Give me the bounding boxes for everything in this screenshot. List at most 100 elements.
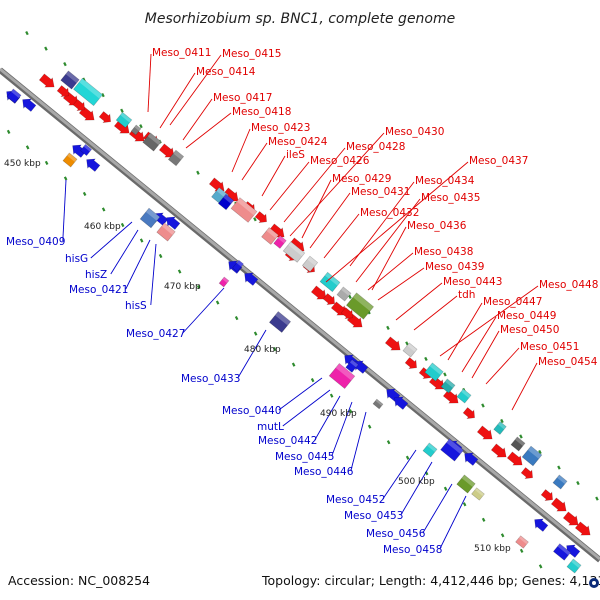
forward-gene-arrow [442,389,459,404]
reverse-gene-label[interactable]: Meso_0421 [69,284,128,296]
forward-gene-label[interactable]: Meso_0432 [360,207,419,219]
label-leader-line [371,226,407,291]
gene-feature [268,311,292,333]
tick-mark [310,378,315,383]
label-leaders [62,53,539,550]
forward-gene-label[interactable]: Meso_0436 [407,220,467,232]
forward-gene-label[interactable]: Meso_0430 [385,126,444,138]
forward-gene-label[interactable]: Meso_0435 [421,192,480,204]
forward-gene-label[interactable]: Meso_0439 [425,261,484,273]
forward-gene-label[interactable]: Meso_0411 [152,47,211,59]
gene-feature [115,111,133,129]
gene-feature [456,474,476,494]
forward-gene-label[interactable]: Meso_0417 [213,92,272,104]
reverse-gene-label[interactable]: hisZ [85,269,107,281]
forward-gene-arrow [56,85,69,97]
reverse-gene-label[interactable]: Meso_0440 [222,405,281,417]
reverse-gene-label[interactable]: Meso_0446 [294,466,354,478]
gene-feature [218,276,230,288]
forward-gene-label[interactable]: Meso_0415 [222,48,281,60]
label-leader-line [447,302,483,361]
gene-feature [319,271,341,293]
forward-gene-label[interactable]: Meso_0414 [196,66,256,78]
tick-mark [443,486,448,491]
forward-gene-label[interactable]: Meso_0429 [332,173,391,185]
label-leader-line [511,362,538,411]
gene-feature [130,124,142,136]
forward-gene-label[interactable]: Meso_0418 [232,106,291,118]
kbp-tick-label: 510 kbp [474,544,511,554]
forward-gene-label[interactable]: ileS [286,149,305,161]
forward-gene-label[interactable]: Meso_0423 [251,122,310,134]
reverse-gene-label[interactable]: Meso_0456 [366,528,426,540]
label-leader-line [309,192,351,249]
forward-gene-label[interactable]: Meso_0434 [415,175,475,187]
reverse-gene-label[interactable]: Meso_0452 [326,494,385,506]
forward-gene-label[interactable]: Meso_0428 [346,141,405,153]
reverse-gene-label[interactable]: Meso_0409 [6,236,65,248]
forward-gene-label[interactable]: Meso_0447 [483,296,542,308]
forward-gene-label[interactable]: Meso_0443 [443,276,502,288]
label-leader-line [231,128,251,173]
label-leader-line [110,229,139,275]
label-leader-line [485,347,520,385]
kbp-tick-label: 480 kbp [244,345,281,355]
tick-mark [63,176,68,181]
label-leader-line [241,142,268,181]
reverse-gene-label[interactable]: hisG [65,253,88,265]
label-leader-line [439,495,467,550]
gene-feature [230,197,258,223]
reverse-gene-label[interactable]: mutL [257,421,284,433]
reverse-gene-label[interactable]: Meso_0427 [126,328,185,340]
forward-gene-label[interactable]: Meso_0437 [469,155,528,167]
tick-mark [386,325,390,330]
label-leader-line [439,285,539,357]
forward-gene-label[interactable]: Meso_0424 [268,136,328,148]
tick-mark [82,191,87,197]
kbp-tick-label: 500 kbp [398,477,435,487]
reverse-gene-label[interactable]: Meso_0453 [344,510,403,522]
tick-mark [253,217,257,222]
zoom-icon[interactable] [589,578,599,588]
reverse-gene-label[interactable]: Meso_0442 [258,435,317,447]
gene-feature [566,558,582,574]
forward-gene-label[interactable]: Meso_0448 [539,279,598,291]
forward-gene-label[interactable]: Meso_0426 [310,155,370,167]
gene-feature [372,398,384,410]
label-leader-line [461,316,497,373]
reverse-gene-label[interactable]: Meso_0458 [383,544,442,556]
tick-mark [25,145,30,150]
tick-mark [576,480,580,486]
label-leader-line [471,330,500,379]
forward-gene-label[interactable]: Meso_0451 [520,341,579,353]
reverse-gene-label[interactable]: Meso_0433 [181,373,240,385]
forward-gene-arrow [404,357,417,369]
genome-backbone [0,67,600,561]
kbp-tick-label: 470 kbp [164,282,201,292]
forward-gene-arrow [78,106,95,121]
forward-gene-label[interactable]: tdh [458,289,475,301]
reverse-gene-label[interactable]: Meso_0445 [275,451,334,463]
gene-feature [273,235,287,249]
gene-feature [217,193,235,211]
gene-feature [167,149,185,167]
gene-feature [232,259,244,273]
tick-mark [443,372,447,377]
tick-mark [500,533,505,538]
reverse-gene-arrow [22,98,37,112]
gene-feature [156,222,176,242]
forward-gene-label[interactable]: Meso_0438 [414,246,473,258]
label-leader-line [382,449,417,500]
forward-gene-arrow [158,143,175,158]
forward-gene-label[interactable]: Meso_0431 [351,186,410,198]
forward-gene-arrow [490,443,507,458]
label-leader-line [331,401,353,457]
tick-mark [120,108,124,113]
forward-gene-label[interactable]: Meso_0449 [497,310,556,322]
kbp-tick-label: 450 kbp [4,159,41,169]
forward-gene-label[interactable]: Meso_0450 [500,324,559,336]
reverse-gene-arrow [244,272,259,286]
reverse-gene-label[interactable]: hisS [125,300,147,312]
gene-feature [79,143,93,157]
forward-gene-label[interactable]: Meso_0454 [538,356,598,368]
